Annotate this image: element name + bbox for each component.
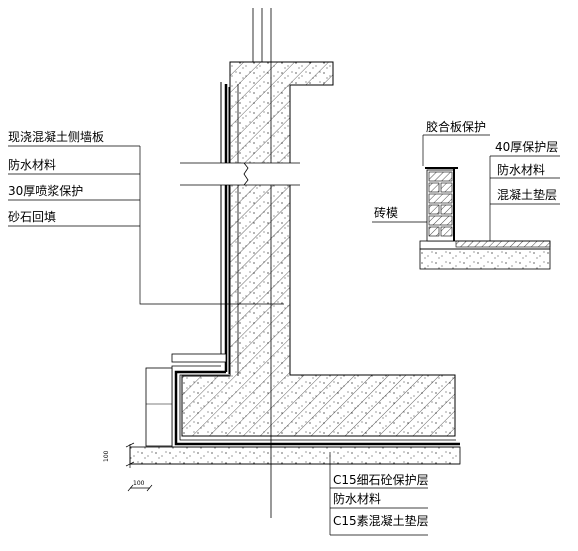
label-bottom-waterproof: 防水材料	[333, 492, 382, 506]
label-brick-mold: 砖模	[374, 206, 399, 220]
label-gravel-backfill: 砂石回填	[8, 210, 57, 224]
wall-break	[180, 162, 300, 186]
concrete-pad	[129, 446, 461, 465]
concrete-wall	[181, 61, 456, 437]
label-plain-concrete-cushion: C15素混凝土垫层	[333, 514, 429, 528]
label-concrete-cushion: 混凝土垫层	[497, 188, 558, 202]
base-brick-block	[145, 367, 173, 447]
dimension-horizontal: 100	[133, 480, 145, 487]
label-inset-waterproof: 防水材料	[497, 163, 546, 177]
leader-lines-bottom	[329, 452, 428, 536]
label-fine-concrete-protection: C15细石砼保护层	[333, 473, 429, 487]
leader-lines-left	[8, 145, 284, 305]
label-cast-concrete-wall: 现浇混凝土侧墙板	[8, 130, 105, 144]
label-protective-layer: 40厚保护层	[495, 140, 559, 154]
label-waterproof-material: 防水材料	[8, 158, 57, 172]
dimension-marks	[125, 442, 153, 492]
protective-board	[171, 353, 227, 363]
label-plywood-protection: 胶合板保护	[426, 120, 487, 134]
dimension-vertical: 100	[103, 450, 110, 462]
label-sprayed-mortar: 30厚喷浆保护	[8, 184, 84, 198]
inset-detail	[372, 134, 560, 270]
